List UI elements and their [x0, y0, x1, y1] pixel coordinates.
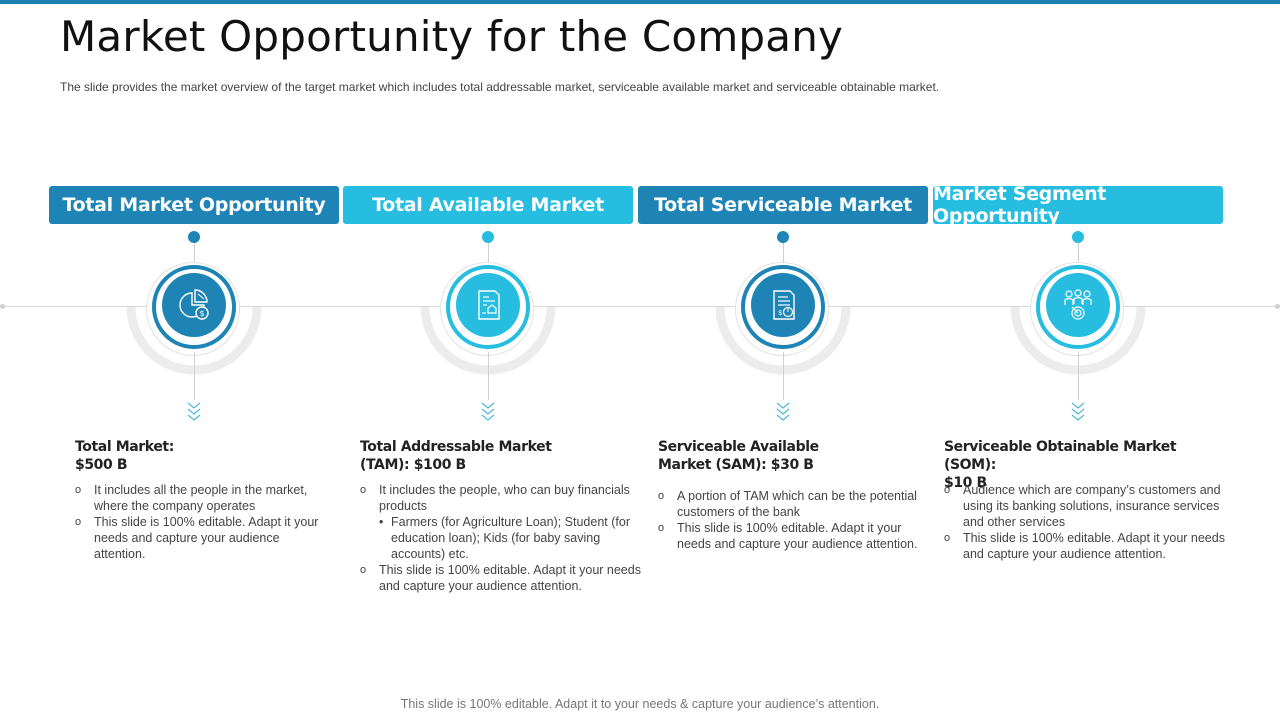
segment-title-line1: Total Market: — [75, 439, 174, 455]
chevron-down-icon — [776, 402, 790, 421]
connector-dot — [482, 231, 494, 243]
segment-title: Serviceable Available Market (SAM): $30 … — [658, 438, 819, 474]
connector-line-bottom — [193, 352, 195, 400]
connector-line-top — [193, 243, 195, 263]
header-total-market-opportunity: Total Market Opportunity — [49, 186, 339, 224]
header-total-serviceable-market: Total Serviceable Market — [638, 186, 928, 224]
document-house-icon — [478, 290, 500, 320]
connector-line-top — [782, 243, 784, 263]
icon-ring-inner — [446, 265, 530, 349]
header-total-available-market: Total Available Market — [343, 186, 633, 224]
people-target-icon — [1064, 289, 1092, 320]
header-market-segment-opportunity: Market Segment Opportunity — [933, 183, 1223, 227]
icon-circle — [1046, 273, 1110, 337]
segment-title: Total Addressable Market (TAM): $100 B — [360, 438, 552, 474]
document-chart-icon: $ — [773, 290, 795, 320]
icon-ring-inner — [1036, 265, 1120, 349]
icon-circle — [456, 273, 520, 337]
column-total-serviceable-market: Total Serviceable Market $ Serviceable A… — [638, 0, 928, 720]
chevron-down-icon — [1071, 402, 1085, 421]
connector-dot — [1072, 231, 1084, 243]
segment-title: Total Market: $500 B — [75, 438, 174, 474]
segment-value: $10 B — [944, 475, 987, 491]
icon-circle: $ — [162, 273, 226, 337]
pie-chart-dollar-icon: $ — [179, 289, 209, 320]
slide-subtitle: The slide provides the market overview o… — [60, 80, 940, 94]
icon-ring-inner — [741, 265, 825, 349]
segment-title-line1: Serviceable Available — [658, 439, 819, 455]
segment-value: (TAM): $100 B — [360, 457, 466, 473]
connector-dot — [188, 231, 200, 243]
timeline-start-dot — [0, 304, 5, 309]
connector-line-top — [487, 243, 489, 263]
connector-line-bottom — [782, 352, 784, 400]
column-total-market-opportunity: Total Market Opportunity $ Total Market:… — [49, 0, 339, 720]
segment-title: Serviceable Obtainable Market (SOM): $10… — [944, 438, 1223, 492]
svg-text:$: $ — [778, 309, 782, 317]
segment-value: Market (SAM): $30 B — [658, 457, 814, 473]
sub-bullet-list: •Farmers (for Agriculture Loan); Student… — [379, 514, 642, 562]
top-accent-bar — [0, 0, 1280, 4]
icon-circle: $ — [751, 273, 815, 337]
segment-value: $500 B — [75, 457, 128, 473]
slide-footer: This slide is 100% editable. Adapt it to… — [400, 697, 880, 711]
column-total-available-market: Total Available Market Total Addressable… — [343, 0, 641, 720]
column-market-segment-opportunity: Market Segment Opportunity Serviceable O… — [933, 0, 1225, 720]
connector-line-bottom — [1077, 352, 1079, 400]
slide-title: Market Opportunity for the Company — [60, 12, 844, 61]
chevron-down-icon — [187, 402, 201, 421]
icon-ring-inner — [152, 265, 236, 349]
segment-title-line1: Total Addressable Market — [360, 439, 552, 455]
chevron-down-icon — [481, 402, 495, 421]
connector-dot — [777, 231, 789, 243]
timeline-end-dot — [1275, 304, 1280, 309]
svg-text:$: $ — [199, 309, 204, 318]
connector-line-bottom — [487, 352, 489, 400]
timeline-line — [2, 306, 1278, 307]
segment-title-line1: Serviceable Obtainable Market (SOM): — [944, 439, 1177, 473]
sub-list-item: •Farmers (for Agriculture Loan); Student… — [379, 515, 630, 561]
connector-line-top — [1077, 243, 1079, 263]
